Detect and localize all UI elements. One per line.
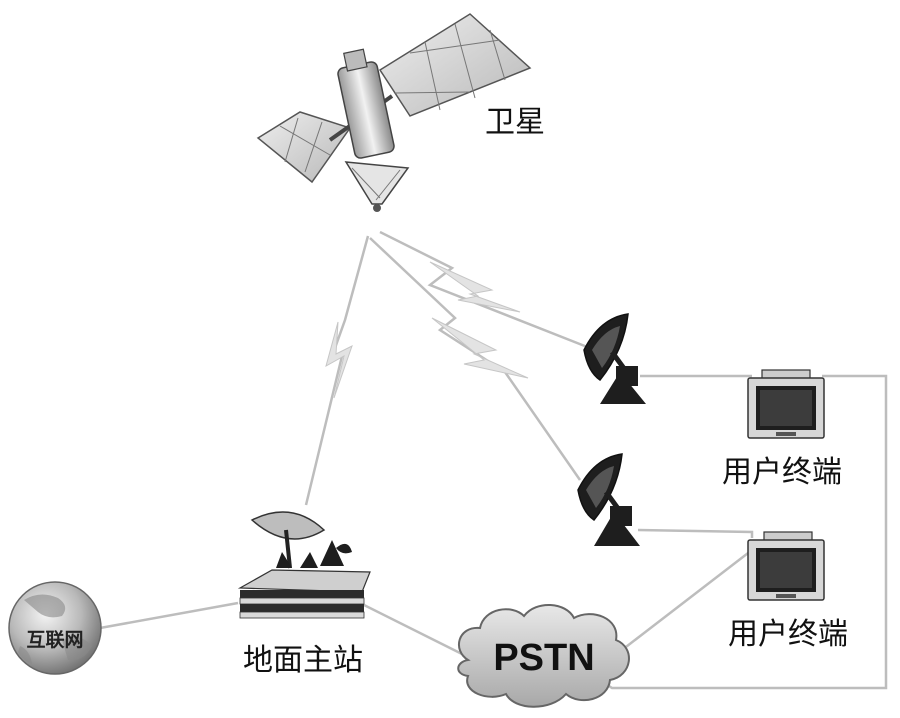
solar-panel-right (378, 13, 532, 117)
pstn-label: PSTN (493, 637, 594, 679)
cloud-icon: PSTN (457, 603, 630, 708)
link-dish-upper (379, 230, 601, 354)
satellite-dish-icon (583, 313, 646, 404)
ground-station-icon (237, 511, 371, 619)
link-dish-lower (369, 237, 582, 481)
user-terminal-label-1: 用户终端 (722, 455, 842, 490)
link-internet-station (99, 601, 239, 630)
satellite-dish-icon (577, 453, 640, 546)
uplink-ground-station (304, 235, 370, 506)
link-pstn-terminal-lower (621, 549, 753, 651)
monitor-icon (747, 369, 825, 439)
satellite-icon (256, 13, 532, 212)
globe-icon: 互联网 (8, 581, 102, 675)
signal-bolts (325, 261, 529, 399)
ground-station-label: 地面主站 (243, 643, 363, 678)
signal-bolt-icon (325, 321, 353, 399)
satellite-label: 卫星 (485, 105, 545, 140)
satellite-antenna (344, 161, 410, 205)
signal-bolt-icon (431, 317, 529, 379)
monitor-icon (747, 531, 825, 601)
link-dish-terminal-lower (637, 528, 754, 538)
user-terminal-label-2: 用户终端 (728, 617, 848, 652)
internet-label: 互联网 (26, 629, 83, 651)
link-station-pstn (361, 602, 469, 659)
solar-panel-left (256, 111, 352, 184)
signal-bolt-icon (429, 261, 521, 313)
